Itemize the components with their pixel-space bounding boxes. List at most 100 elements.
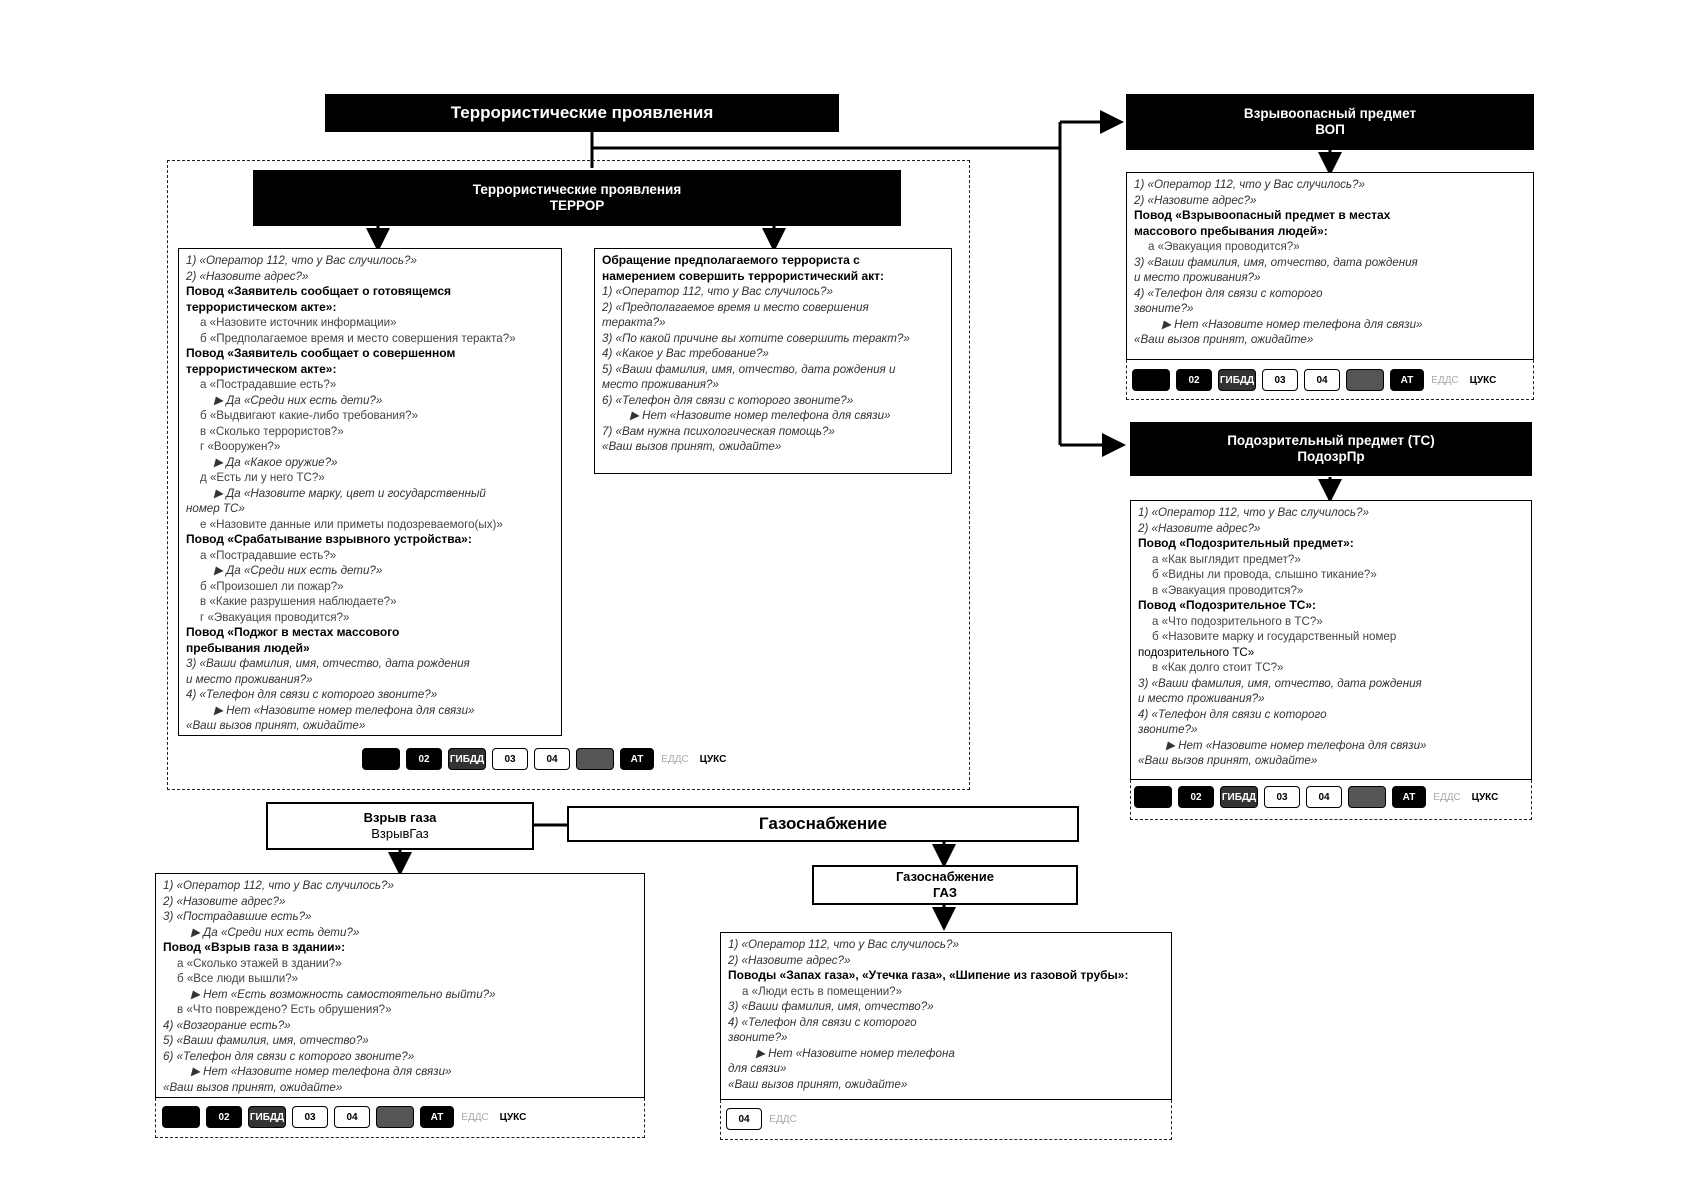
question-line: для связи»	[728, 1062, 787, 1075]
reason-heading: Повод «Взрыв газа в здании»:	[163, 940, 346, 954]
service-badge	[576, 748, 614, 770]
service-badge: 04	[334, 1106, 370, 1128]
question-line: б «Произошел ли пожар?»	[200, 579, 344, 593]
suspicious-services-frame	[1130, 780, 1532, 820]
gas-explosion-code: ВзрывГаз	[371, 826, 429, 841]
terror-main-header: Террористические проявления	[325, 94, 839, 132]
question-line: звоните?»	[1138, 723, 1198, 736]
question-line: 4) «Телефон для связи с которого	[728, 1015, 917, 1029]
question-line: е «Назовите данные или приметы подозрева…	[200, 517, 503, 531]
question-line: 2) «Назовите адрес?»	[1138, 521, 1261, 535]
reason-heading: Повод «Поджог в местах массового	[186, 625, 400, 639]
service-badge: 04	[726, 1108, 762, 1130]
reason-heading: массового пребывания людей»:	[1134, 223, 1328, 238]
question-line: «Ваш вызов принят, ожидайте»	[186, 719, 366, 732]
question-line: 3) «По какой причине вы хотите совершить…	[602, 331, 910, 345]
question-line: и место проживания?»	[1138, 692, 1265, 705]
service-badge: ЦУКС	[499, 1111, 527, 1123]
question-line: место проживания?»	[602, 378, 719, 391]
question-line: и место проживания?»	[1134, 271, 1261, 284]
question-line: ▶ Да «Какое оружие?»	[214, 455, 338, 469]
reason-heading: Обращение предполагаемого террориста с	[602, 253, 860, 267]
question-line: 2) «Назовите адрес?»	[728, 953, 851, 967]
question-line: «Ваш вызов принят, ожидайте»	[602, 440, 782, 453]
service-badge: 03	[1262, 369, 1298, 391]
service-badge: ЕДДС	[661, 753, 689, 765]
question-line: ▶ Нет «Назовите номер телефона для связи…	[1166, 738, 1427, 752]
question-line: «Ваш вызов принят, ожидайте»	[1134, 333, 1314, 346]
question-line: б «Назовите марку и государственный номе…	[1152, 630, 1397, 643]
service-badge: 02	[406, 748, 442, 770]
service-badge: ЕДДС	[1431, 374, 1459, 386]
service-badge: 04	[1304, 369, 1340, 391]
question-line: ▶ Нет «Назовите номер телефона для связи…	[1162, 317, 1423, 331]
gas-services-frame	[720, 1100, 1172, 1140]
question-line: подозрительного ТС»	[1138, 645, 1255, 659]
question-line: 4) «Какое у Вас требование?»	[602, 347, 769, 360]
suspicious-questions-box: 1) «Оператор 112, что у Вас случилось?»2…	[1130, 500, 1532, 780]
question-line: 3) «Ваши фамилия, имя, отчество, дата ро…	[1138, 676, 1422, 690]
service-badge	[1346, 369, 1384, 391]
question-line: 4) «Возгорание есть?»	[163, 1018, 291, 1032]
gas-services-row: 04 ЕДДС	[726, 1108, 798, 1130]
service-badge	[1348, 786, 1386, 808]
terror-main-title: Террористические проявления	[450, 102, 714, 122]
gas-sub-code: ГАЗ	[932, 885, 958, 900]
service-badge: ЦУКС	[1471, 791, 1499, 803]
reason-heading: пребывания людей»	[186, 640, 310, 655]
service-badge: 02	[1178, 786, 1214, 808]
question-line: б «Все люди вышли?»	[177, 972, 299, 985]
service-badge: ГИБДД	[448, 748, 486, 770]
question-line: «Ваш вызов принят, ожидайте»	[163, 1080, 343, 1094]
gas-sub-header: Газоснабжение ГАЗ	[812, 865, 1078, 905]
gas-explosion-title: Взрыв газа	[363, 809, 437, 825]
question-line: 7) «Вам нужна психологическая помощь?»	[602, 424, 835, 438]
service-badge: ЦУКС	[1469, 374, 1497, 386]
question-line: ▶ Да «Назовите марку, цвет и государстве…	[214, 486, 486, 500]
question-line: 3) «Ваши фамилия, имя, отчество, дата ро…	[186, 657, 470, 670]
question-line: ▶ Да «Среди них есть дети?»	[214, 564, 383, 577]
service-badge: АТ	[1390, 369, 1424, 391]
question-line: 3) «Ваши фамилия, имя, отчество, дата ро…	[1134, 255, 1418, 269]
service-badge: АТ	[620, 748, 654, 770]
question-line: 6) «Телефон для связи с которого звоните…	[602, 393, 854, 407]
question-line: ▶ Нет «Назовите номер телефона для связи…	[191, 1065, 452, 1078]
question-line: г «Вооружен?»	[200, 440, 281, 453]
service-badge: 03	[492, 748, 528, 770]
question-line: 4) «Телефон для связи с которого	[1134, 286, 1323, 300]
question-line: ▶ Нет «Есть возможность самостоятельно в…	[191, 987, 496, 1001]
terror-group	[167, 160, 970, 790]
service-badge: АТ	[1392, 786, 1426, 808]
question-line: «Ваш вызов принят, ожидайте»	[1138, 754, 1318, 767]
question-line: а «Эвакуация проводится?»	[1148, 240, 1300, 253]
question-line: 5) «Ваши фамилия, имя, отчество?»	[163, 1034, 369, 1047]
service-badge: 02	[1176, 369, 1212, 391]
vop-code: ВОП	[1315, 122, 1345, 137]
question-line: б «Видны ли провода, слышно тикание?»	[1152, 568, 1377, 581]
terror-questions-box: 1) «Оператор 112, что у Вас случилось?»2…	[178, 248, 562, 736]
question-line: 1) «Оператор 112, что у Вас случилось?»	[186, 254, 417, 267]
service-badge: ЕДДС	[769, 1113, 797, 1125]
question-line: 4) «Телефон для связи с которого звоните…	[186, 688, 438, 701]
question-line: в «Какие разрушения наблюдаете?»	[200, 595, 397, 608]
gas-explosion-questions-box: 1) «Оператор 112, что у Вас случилось?»2…	[155, 873, 645, 1098]
question-line: б «Предполагаемое время и место совершен…	[200, 331, 516, 345]
reason-heading: террористическом акте»:	[186, 361, 337, 376]
service-badge: АТ	[420, 1106, 454, 1128]
reason-heading: Повод «Заявитель сообщает о готовящемся	[186, 284, 452, 298]
gas-supply-title: Газоснабжение	[758, 814, 888, 834]
question-line: 3) «Ваши фамилия, имя, отчество?»	[728, 1000, 934, 1013]
question-line: 3) «Пострадавшие есть?»	[163, 910, 312, 923]
question-line: а «Пострадавшие есть?»	[200, 378, 337, 391]
question-line: 2) «Назовите адрес?»	[1134, 193, 1257, 207]
service-badge	[1134, 786, 1172, 808]
service-badge: ЦУКС	[699, 753, 727, 765]
gas-questions-box: 1) «Оператор 112, что у Вас случилось?»2…	[720, 932, 1172, 1100]
question-line: «Ваш вызов принят, ожидайте»	[728, 1077, 908, 1091]
reason-heading: Повод «Взрывоопасный предмет в местах	[1134, 208, 1391, 222]
